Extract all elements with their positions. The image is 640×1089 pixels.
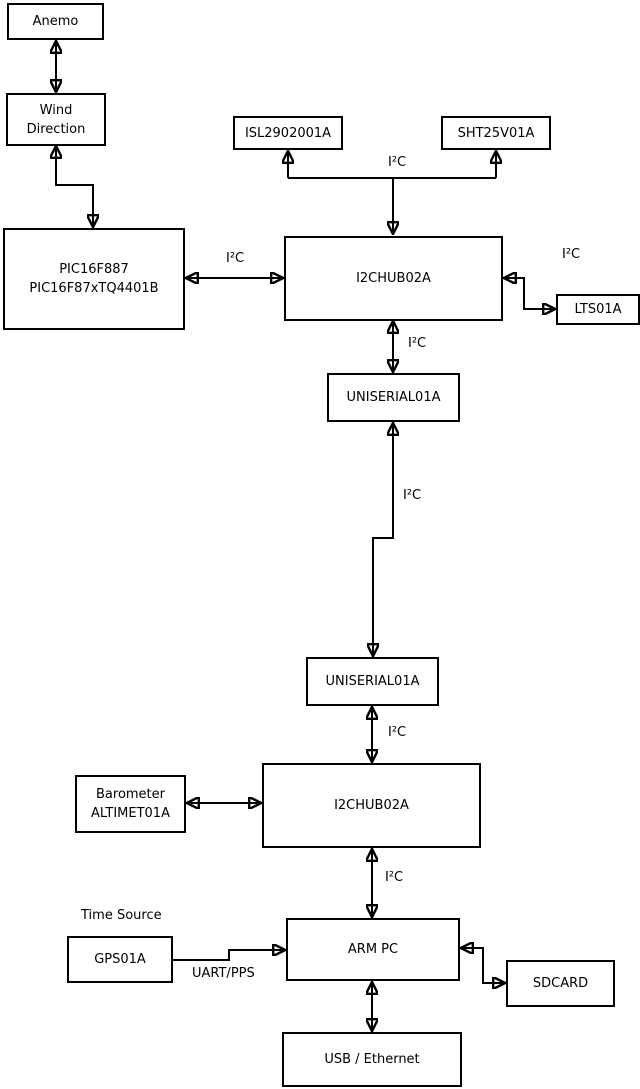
node-arm-pc-label: ARM PC xyxy=(347,942,399,957)
node-sdcard: SDCARD xyxy=(506,960,615,1007)
node-sht25v01a: SHT25V01A xyxy=(441,116,551,150)
conn-hub1-lts xyxy=(505,278,554,309)
node-anemo-label: Anemo xyxy=(32,14,79,29)
node-i2chub02a-1-label: I2CHUB02A xyxy=(356,271,431,286)
i2c-label-hub2-armpc: I²C xyxy=(385,870,404,885)
node-barometer: Barometer ALTIMET01A xyxy=(75,775,186,833)
node-isl2902001a: ISL2902001A xyxy=(233,116,343,150)
time-source-label: Time Source xyxy=(81,908,162,923)
node-i2chub02a-2-label: I2CHUB02A xyxy=(334,798,409,813)
node-i2chub02a-2: I2CHUB02A xyxy=(262,763,481,848)
i2c-label-pic-hub1: I²C xyxy=(226,251,245,266)
node-lts01a: LTS01A xyxy=(556,294,640,325)
node-barometer-label-line2: ALTIMET01A xyxy=(91,806,170,821)
i2c-label-hub1-uniserial1: I²C xyxy=(408,336,427,351)
node-isl2902001a-label: ISL2902001A xyxy=(244,125,332,141)
node-gps01a-label: GPS01A xyxy=(94,952,146,967)
i2c-label-uniserial1-uniserial2: I²C xyxy=(403,488,422,503)
i2c-label-hub1-lts: I²C xyxy=(562,247,581,262)
conn-armpc-sdcard xyxy=(462,948,504,983)
node-wind-direction: Wind Direction xyxy=(6,93,106,146)
node-usb-ethernet: USB / Ethernet xyxy=(282,1032,462,1087)
node-usb-ethernet-label: USB / Ethernet xyxy=(324,1052,420,1067)
node-i2chub02a-1: I2CHUB02A xyxy=(284,236,503,321)
i2c-label-uniserial2-hub2: I²C xyxy=(388,725,407,740)
node-pic: PIC16F887 PIC16F87xTQ4401B xyxy=(3,228,185,330)
node-wind-direction-label-line2: Direction xyxy=(26,121,86,137)
node-uniserial01a-1: UNISERIAL01A xyxy=(327,373,460,422)
node-uniserial01a-2: UNISERIAL01A xyxy=(306,657,439,706)
conn-gps-armpc xyxy=(173,950,284,961)
node-lts01a-label: LTS01A xyxy=(574,302,622,317)
node-sht25v01a-label: SHT25V01A xyxy=(457,125,535,141)
node-uniserial01a-1-label: UNISERIAL01A xyxy=(346,390,441,405)
conn-uniserial1-uniserial2 xyxy=(373,424,393,655)
node-gps01a: GPS01A xyxy=(67,936,173,983)
uart-pps-label: UART/PPS xyxy=(192,966,255,981)
node-pic-label-line1: PIC16F887 xyxy=(59,262,129,277)
node-sdcard-label: SDCARD xyxy=(532,976,589,991)
node-barometer-label-line1: Barometer xyxy=(96,787,165,802)
node-arm-pc: ARM PC xyxy=(286,918,460,981)
node-pic-label-line2: PIC16F87xTQ4401B xyxy=(29,281,159,296)
node-uniserial01a-2-label: UNISERIAL01A xyxy=(325,674,420,689)
conn-winddir-pic xyxy=(56,147,93,226)
node-wind-direction-label-line1: Wind xyxy=(39,102,73,118)
node-anemo: Anemo xyxy=(7,3,104,40)
i2c-label-sensor-trunk: I²C xyxy=(388,155,407,170)
